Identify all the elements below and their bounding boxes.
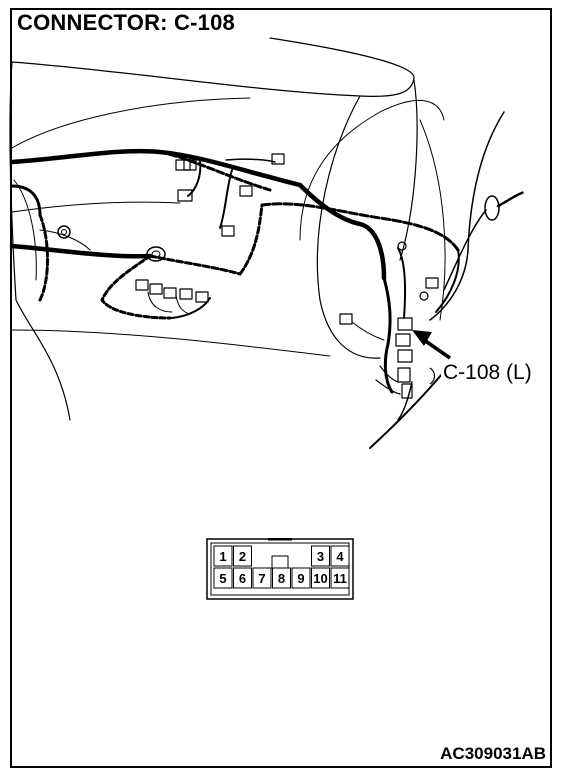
pin-label-9: 9 [297, 571, 304, 586]
pin-label-6: 6 [239, 571, 246, 586]
pin-label-10: 10 [313, 571, 327, 586]
pin-cell-3 [311, 545, 330, 567]
pin-label-4: 4 [336, 549, 344, 564]
connector-callout-label: C-108 (L) [441, 361, 534, 385]
page-title: CONNECTOR: C-108 [17, 10, 241, 36]
callout-arrow [412, 330, 451, 360]
pin-label-3: 3 [317, 549, 324, 564]
pin-cell-2 [233, 545, 252, 567]
pin-label-5: 5 [219, 571, 226, 586]
pin-cell-11 [330, 567, 350, 589]
pin-cell-4 [330, 545, 350, 567]
pin-cell-10 [311, 567, 330, 589]
pin-label-8: 8 [278, 571, 285, 586]
pin-cell-8 [272, 567, 291, 589]
pin-cell-5 [213, 567, 233, 589]
pin-cell-1 [213, 545, 233, 567]
pin-label-1: 1 [219, 549, 226, 564]
pin-label-7: 7 [258, 571, 265, 586]
pin-cell-9 [291, 567, 311, 589]
pin-label-2: 2 [239, 549, 246, 564]
pin-cell-6 [233, 567, 252, 589]
pin-label-11: 11 [333, 571, 347, 586]
figure-reference-id: AC309031AB [440, 744, 546, 763]
diagram-frame [10, 8, 552, 768]
pin-cell-7 [252, 567, 272, 589]
